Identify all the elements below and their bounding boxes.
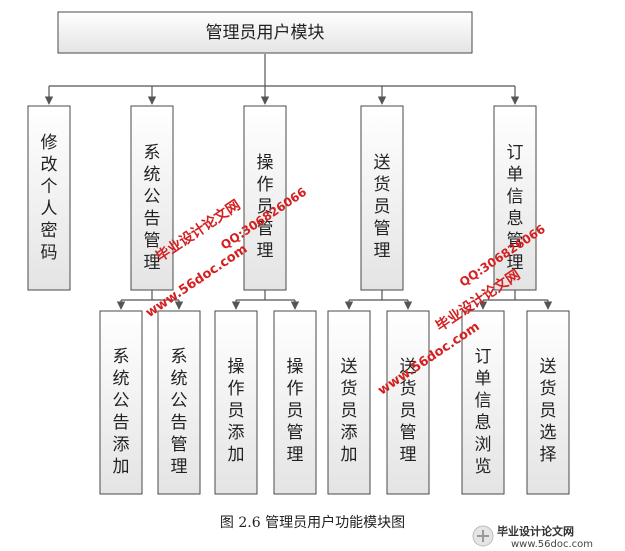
submodule-label-deliveryman-select: 送货员选择 [540, 357, 557, 465]
submodule-box-announcement-add [99, 310, 143, 495]
submodule-label-announcement-add: 系统公告添加 [113, 347, 130, 477]
site-logo: 毕业设计论文网 www.56doc.com [472, 524, 593, 549]
module-label-operator: 操作员管理 [257, 153, 274, 261]
root-module-box: 管理员用户模块 [57, 11, 473, 54]
submodule-box-announcement-manage [157, 310, 201, 495]
module-box-announcement [130, 105, 174, 291]
submodule-label-deliveryman-add: 送货员添加 [341, 357, 358, 465]
submodule-box-deliveryman-add [327, 310, 371, 495]
root-module-label: 管理员用户模块 [206, 23, 325, 43]
submodule-box-deliveryman-manage [386, 310, 430, 495]
connector-lines [44, 54, 553, 310]
submodule-label-deliveryman-manage: 送货员管理 [400, 357, 417, 465]
module-box-operator [243, 105, 287, 291]
submodule-label-announcement-manage: 系统公告管理 [171, 347, 188, 477]
submodule-box-order-browse [461, 310, 505, 495]
module-label-change-password: 修改个人密码 [41, 133, 58, 263]
submodule-box-deliveryman-select [526, 310, 570, 495]
logo-title: 毕业设计论文网 [497, 524, 574, 538]
level2-modules: 系统公告添加 系统公告管理 操作员添加 操作员管理 送货员添加 送货员管理 订单… [99, 310, 570, 495]
module-box-order [493, 105, 537, 291]
submodule-box-operator-manage [273, 310, 317, 495]
logo-url: www.56doc.com [511, 539, 593, 549]
module-label-order: 订单信息管理 [507, 143, 524, 273]
submodule-label-operator-add: 操作员添加 [228, 357, 245, 465]
submodule-label-operator-manage: 操作员管理 [287, 357, 304, 465]
figure-caption: 图 2.6 管理员用户功能模块图 [219, 515, 406, 531]
module-box-change-password [27, 105, 71, 291]
level1-modules: 修改个人密码 系统公告管理 操作员管理 送货员管理 订单信息管理 [27, 105, 537, 291]
module-label-announcement: 系统公告管理 [144, 143, 161, 273]
module-label-deliveryman: 送货员管理 [374, 153, 391, 261]
module-box-deliveryman [360, 105, 404, 291]
submodule-box-operator-add [214, 310, 258, 495]
submodule-label-order-browse: 订单信息浏览 [475, 347, 492, 477]
